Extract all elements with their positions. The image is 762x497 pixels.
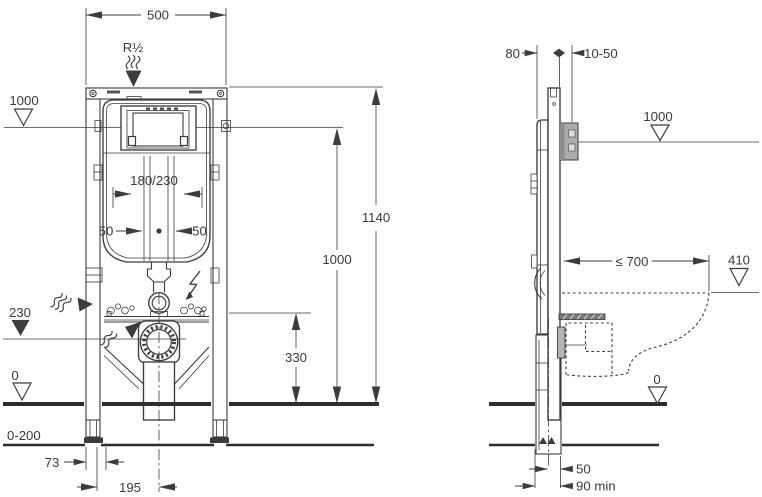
front-floor-lines (3, 402, 379, 447)
side-level-0-mark (647, 386, 668, 405)
dim-width-label: 500 (147, 8, 169, 23)
dim-finish-range-label: 10-50 (584, 46, 618, 61)
dim-center-offset-label: 195 (119, 480, 141, 495)
level-1000-left-label: 1000 (9, 93, 38, 108)
side-view: 1000 410 0 80 10-50 ≤ 700 (489, 45, 759, 494)
front-view: 1000 230 0 0-200 500 R½ 1140 (3, 8, 391, 496)
dim-foot-offset-label: 73 (45, 455, 60, 470)
flex-connection-left-icon (50, 292, 93, 313)
left-foot (84, 437, 103, 443)
fittings (106, 303, 207, 317)
side-level-1000-label: 1000 (643, 109, 672, 124)
dim-bowl-depth-label: ≤ 700 (616, 254, 649, 269)
cistern (102, 96, 211, 492)
level-0-label: 0 (11, 368, 18, 383)
front-dimensions: 500 R½ 1140 1000 330 180/230 (45, 8, 391, 496)
seat-height-label: 410 (728, 253, 750, 268)
side-level-0-label: 0 (653, 372, 660, 387)
wc-bowl-outline (562, 292, 710, 377)
flush-valve (146, 262, 172, 283)
side-floor-lines (489, 402, 667, 447)
level-230-label: 230 (9, 305, 31, 320)
symbols (50, 54, 201, 348)
fixing-rod (558, 313, 606, 320)
side-levels: 1000 410 0 (578, 109, 759, 405)
dim-floor-min-label: 90 min (576, 479, 616, 494)
dim-frame-depth-label: 80 (505, 46, 520, 61)
side-dimensions: 80 10-50 ≤ 700 50 90 min (505, 45, 710, 494)
floor-range-label: 0-200 (7, 428, 41, 443)
dim-outlet-height-label: 330 (285, 350, 307, 365)
seat-height-mark (729, 267, 749, 287)
front-frame (84, 87, 231, 443)
dim-profile-depth-label: 50 (576, 462, 591, 477)
side-frame (530, 87, 606, 468)
dim-plate-height-label: 1000 (322, 252, 351, 267)
wc-bracket (557, 326, 566, 359)
supply-label: R½ (123, 40, 144, 55)
water-supply-icon (125, 54, 142, 87)
level-230-mark (11, 320, 30, 336)
level-0-mark (12, 382, 32, 402)
level-1000-left-mark (13, 108, 34, 127)
flex-connection-inner-icon (100, 322, 141, 348)
dim-offset-left-label: 50 (99, 224, 114, 239)
right-foot (210, 437, 229, 443)
dim-offset-right-label: 50 (192, 224, 207, 239)
dim-bolt-spacing-label: 180/230 (130, 173, 178, 188)
access-window (120, 105, 197, 151)
side-level-1000-mark (649, 124, 671, 142)
front-levels: 1000 230 0 0-200 (3, 93, 343, 443)
dim-frame-height-label: 1140 (362, 210, 390, 225)
lightning-icon (185, 270, 201, 300)
